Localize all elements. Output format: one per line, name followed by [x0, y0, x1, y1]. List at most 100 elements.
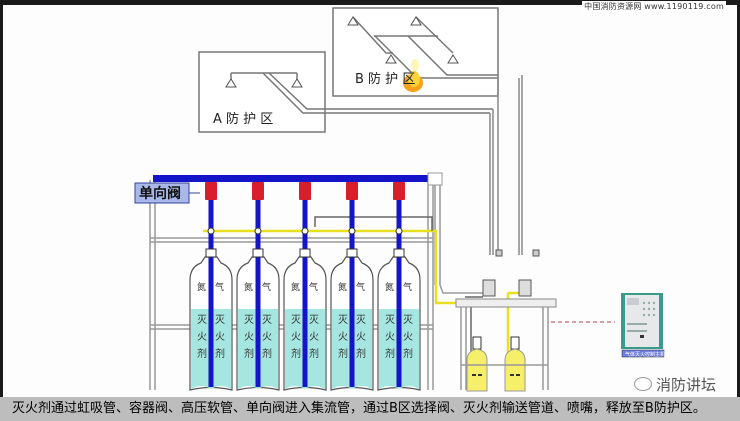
gas-label: 气: [262, 281, 271, 293]
gas-label: 气: [403, 281, 412, 293]
manifold-pipe: [153, 175, 428, 182]
check-valve: [205, 182, 217, 200]
agent-label: 火: [309, 331, 319, 343]
hose-fitting: [207, 227, 215, 235]
caption-bar: 灭火剂通过虹吸管、容器阀、高压软管、单向阀进入集流管，通过B区选择阀、灭火剂输送…: [0, 397, 740, 421]
pressure-switch-icon: [532, 249, 540, 257]
gas-label: 氮: [244, 281, 253, 293]
agent-label: 灭: [403, 314, 413, 326]
agent-label: 剂: [403, 347, 413, 360]
source-watermark: 中国消防资源网 www.1190119.com: [582, 1, 726, 12]
brand-name: 消防讲坛: [656, 376, 717, 394]
cylinder-valve: [346, 248, 358, 258]
agent-label: 火: [262, 331, 272, 343]
zone-b: B 防 护 区: [332, 7, 499, 97]
nozzle-icon: [410, 16, 422, 26]
agent-label: 火: [356, 331, 366, 343]
pilot-cylinder-body: [466, 348, 488, 392]
agent-label: 灭: [291, 314, 301, 326]
agent-label: 灭: [197, 314, 207, 326]
agent-label: 火: [244, 331, 254, 343]
siphon-tube: [349, 182, 355, 387]
agent-label: 剂: [197, 347, 207, 360]
cylinder-valve: [393, 248, 405, 258]
zone-b-label: B 防 护 区: [355, 71, 415, 87]
agent-cylinders: 氮气灭灭火火剂剂氮气灭灭火火剂剂氮气灭灭火火剂剂氮气灭灭火火剂剂氮气灭灭火火剂剂: [189, 182, 421, 391]
pilot-label-mark: [478, 374, 482, 376]
wechat-icon: [634, 377, 652, 391]
nozzle-icon: [447, 54, 459, 64]
nozzle-icon: [225, 78, 237, 88]
gas-label: 气: [356, 281, 365, 293]
agent-label: 剂: [356, 347, 366, 360]
agent-label: 剂: [215, 347, 225, 360]
agent-label: 灭: [309, 314, 319, 326]
zone-b-nozzles: [347, 16, 459, 64]
agent-label: 灭: [338, 314, 348, 326]
nozzle-icon: [291, 78, 303, 88]
agent-label: 灭: [215, 314, 225, 326]
agent-cylinder: 氮气灭灭火火剂剂: [189, 182, 233, 391]
agent-label: 灭: [244, 314, 254, 326]
fire-control-panel[interactable]: 气体灭火控制主机: [621, 293, 665, 358]
agent-label: 火: [338, 331, 348, 343]
agent-label: 剂: [262, 347, 272, 360]
siphon-tube: [302, 182, 308, 387]
agent-cylinder: 氮气灭灭火火剂剂: [330, 182, 374, 391]
cylinder-valve: [252, 248, 264, 258]
cylinder-valve: [205, 248, 217, 258]
gas-label: 气: [309, 281, 318, 293]
agent-label: 剂: [291, 347, 301, 360]
pilot-valve: [472, 336, 482, 350]
gas-label: 氮: [385, 281, 394, 293]
check-valve: [252, 182, 264, 200]
selector-valve-platform: [455, 249, 557, 390]
controller-label: 气体灭火控制主机: [625, 351, 665, 358]
gas-label: 气: [215, 281, 224, 293]
pilot-valve: [510, 336, 520, 350]
agent-label: 火: [403, 331, 413, 343]
gas-label: 氮: [338, 281, 347, 293]
agent-label: 剂: [338, 347, 348, 360]
cylinder-valve: [299, 248, 311, 258]
agent-label: 剂: [385, 347, 395, 360]
gas-label: 氮: [197, 281, 206, 293]
check-valve: [299, 182, 311, 200]
agent-cylinder: 氮气灭灭火火剂剂: [236, 182, 280, 391]
brand-badge: 消防讲坛: [634, 374, 716, 395]
zone-a: A 防 护 区: [198, 51, 493, 133]
diagram-canvas: B 防 护 区 A 防 护 区: [3, 5, 737, 397]
agent-label: 火: [197, 331, 207, 343]
pilot-cylinder: [466, 336, 488, 392]
siphon-tube: [255, 182, 261, 387]
agent-label: 剂: [309, 347, 319, 360]
selector-valve-a: [482, 279, 496, 297]
hose-fitting: [348, 227, 356, 235]
zone-a-label: A 防 护 区: [213, 111, 273, 127]
hose-fitting: [254, 227, 262, 235]
agent-label: 灭: [385, 314, 395, 326]
nozzle-icon: [385, 54, 397, 64]
selector-valve-b: [518, 279, 532, 297]
manifold-elbow: [427, 172, 443, 186]
pilot-label-mark: [472, 374, 476, 376]
agent-label: 剂: [244, 347, 254, 360]
pilot-label-mark: [516, 374, 520, 376]
pressure-switch-icon: [495, 249, 503, 257]
pilot-label-mark: [510, 374, 514, 376]
nozzle-icon: [347, 16, 359, 26]
gas-label: 氮: [291, 281, 300, 293]
check-valve: [393, 182, 405, 200]
gas-suppression-diagram: B 防 护 区 A 防 护 区: [134, 7, 665, 392]
agent-label: 火: [385, 331, 395, 343]
pilot-cylinder: [504, 336, 526, 392]
pilot-cylinder-body: [504, 348, 526, 392]
hose-fitting: [395, 227, 403, 235]
agent-label: 灭: [262, 314, 272, 326]
agent-label: 火: [291, 331, 301, 343]
agent-cylinder: 氮气灭灭火火剂剂: [283, 182, 327, 391]
fire-icon: [403, 59, 423, 92]
check-valve-label: 单向阀: [139, 185, 181, 202]
agent-cylinder: 氮气灭灭火火剂剂: [377, 182, 421, 391]
